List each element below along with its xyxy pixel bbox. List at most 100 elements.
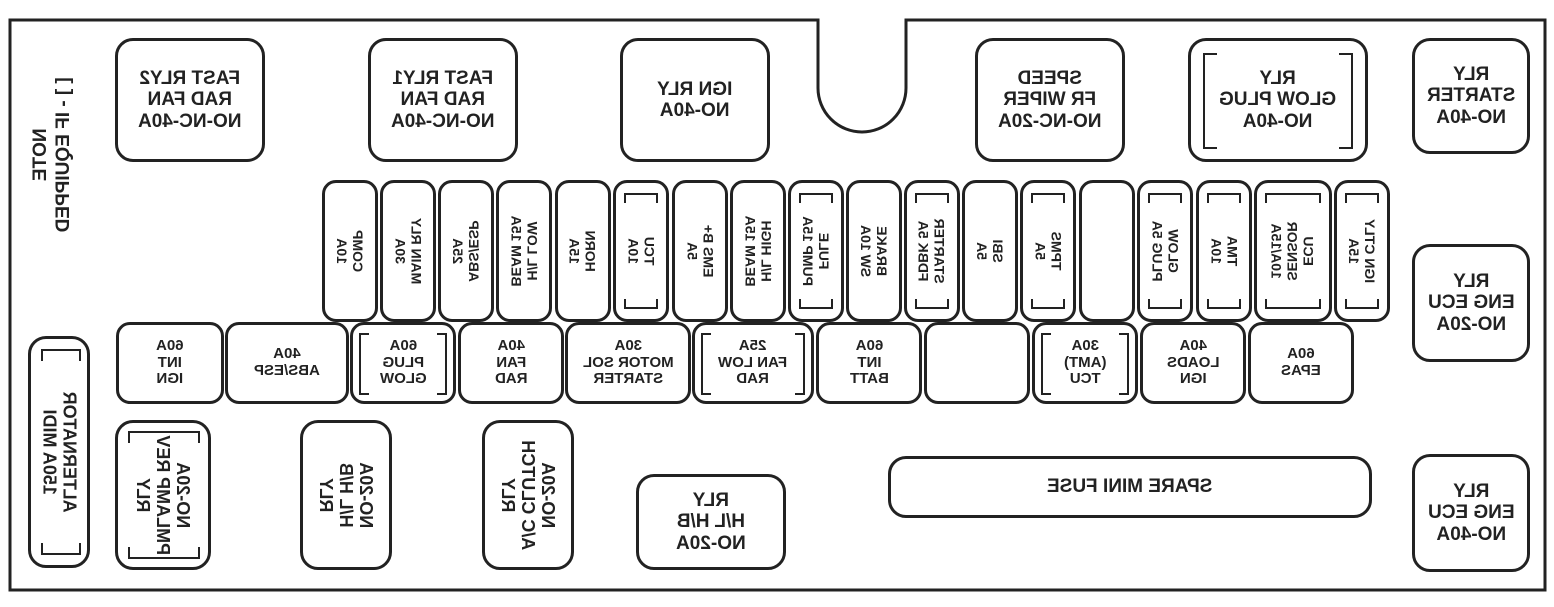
- relay-pmlamp-rev[interactable]: NO-20A PMLAMP REV RLY: [115, 420, 211, 570]
- large-fuse-label: RAD: [494, 370, 528, 388]
- optional-bracket: [1148, 193, 1182, 203]
- relay-hl-hb[interactable]: RLY H/L H/B NO-20A: [636, 474, 786, 570]
- mini-fuse-label: 15A: [566, 238, 583, 264]
- optional-bracket: [1265, 193, 1321, 203]
- large-fuse-label: 40A: [1179, 336, 1207, 354]
- large-fuse-label: BATT: [849, 370, 889, 388]
- optional-bracket: [1031, 299, 1065, 309]
- mini-fuse-label: 10A: [334, 238, 350, 264]
- mini-fuse-label: 5A: [684, 242, 701, 260]
- mini-fuse-label: SW 10A: [858, 224, 874, 278]
- optional-bracket: [1345, 299, 1379, 309]
- large-fuse-label: 30A: [1071, 336, 1099, 354]
- mini-fuse-label: 25A: [450, 238, 466, 264]
- large-fuse-label: ABS/ESP: [254, 362, 320, 379]
- large-fuse-label: 40A: [273, 345, 301, 363]
- large-fuse-label: PLUG: [382, 353, 424, 371]
- optional-bracket: [701, 333, 711, 395]
- mini-fuse-label: BEAM 15A: [742, 215, 759, 287]
- large-fuse-label: STARTER: [593, 370, 663, 388]
- mini-fuse-label: ECU: [1301, 236, 1318, 266]
- relay-hl-hb-vertical[interactable]: NO-20A H/L H/B RLY: [300, 420, 392, 570]
- large-fuse-label: IGN: [1179, 370, 1207, 388]
- large-fuse-label: TCU: [1069, 370, 1101, 388]
- relay-eng-ecu-20a[interactable]: RLY ENG ECU NO-20A: [1412, 244, 1530, 362]
- alternator-fuse[interactable]: ALTERNATOR 150A MIDI: [28, 336, 90, 568]
- mini-fuse-label: STARTER: [932, 218, 949, 284]
- mini-fuse[interactable]: [1079, 180, 1135, 322]
- optional-bracket: [41, 543, 81, 555]
- mini-fuse-label: MAIN RLY: [408, 217, 425, 285]
- note-text: NOTE [ ] - IF EQUIPPED: [18, 50, 88, 260]
- relay-ac-clutch[interactable]: NO-20A A/C CLUTCH RLY: [482, 420, 574, 570]
- large-fuse-label: (AMT): [1063, 353, 1107, 371]
- mini-fuse[interactable]: EMS B+5A: [672, 180, 728, 322]
- mini-fuse-label: 5A: [974, 242, 990, 260]
- spare-mini-fuse-slot[interactable]: SPARE MINI FUSE: [888, 456, 1372, 518]
- mini-fuse-label: PUMP 15A: [800, 216, 816, 286]
- mini-fuse-label: HORN: [583, 230, 600, 272]
- large-fuse-label: MOTOR SOL: [582, 353, 674, 371]
- mini-fuse-label: TMA: [1224, 235, 1241, 267]
- mini-fuse-label: TCU: [641, 236, 658, 266]
- relay-ign[interactable]: IGN RLY NO-40A: [620, 38, 770, 162]
- optional-bracket: [624, 299, 658, 309]
- mini-fuse-label: BRAKE: [874, 226, 891, 276]
- large-fuse-label: RAD: [736, 370, 770, 388]
- large-fuse-label: 60A: [855, 336, 883, 354]
- relay-rad-fan-2[interactable]: FAST RLY2 RAD FAN NO-NC-40A: [115, 38, 265, 162]
- relay-eng-ecu-40a[interactable]: RLY ENG ECU NO-40A: [1412, 454, 1530, 572]
- mini-fuse-label: H/L LOW: [524, 221, 541, 281]
- mini-fuse-label: ABS/ESP: [466, 220, 483, 282]
- relay-starter[interactable]: RLY STARTER NO-40A: [1412, 38, 1530, 154]
- optional-bracket: [1345, 193, 1379, 203]
- mini-fuse-label: EMS B+: [700, 224, 717, 278]
- large-fuse[interactable]: [924, 322, 1030, 404]
- optional-bracket: [1148, 299, 1182, 309]
- optional-bracket: [1339, 53, 1353, 149]
- optional-bracket: [799, 299, 833, 309]
- relay-rad-fan-1[interactable]: FAST RLY1 RAD FAN NO-NC-40A: [368, 38, 518, 162]
- optional-bracket: [128, 547, 200, 559]
- large-fuse[interactable]: 30A(AMT)TCU: [1032, 322, 1138, 404]
- mini-fuse-label: SBI: [990, 239, 1007, 263]
- mini-fuse-label: FULE: [816, 232, 833, 270]
- mini-fuse-label: 10A: [1207, 238, 1224, 264]
- mini-fuse-label: 5A: [1031, 242, 1048, 260]
- optional-bracket: [1203, 53, 1217, 149]
- large-fuse-label: FAN: [496, 353, 526, 371]
- large-fuse-label: 25A: [739, 336, 767, 354]
- mini-fuse-label: FDBK 5A: [916, 220, 933, 282]
- relay-fr-wiper[interactable]: SPEED FR WIPER NO-NC-20A: [975, 38, 1125, 162]
- optional-bracket: [128, 431, 200, 443]
- mini-fuse-label: BEAM 15A: [508, 215, 525, 287]
- relay-glow-plug[interactable]: RLY GLOW PLUG NO-40A: [1188, 38, 1368, 162]
- large-fuse-label: FAN LOW: [718, 353, 788, 371]
- mini-fuse-label: 10A/15A: [1268, 223, 1285, 279]
